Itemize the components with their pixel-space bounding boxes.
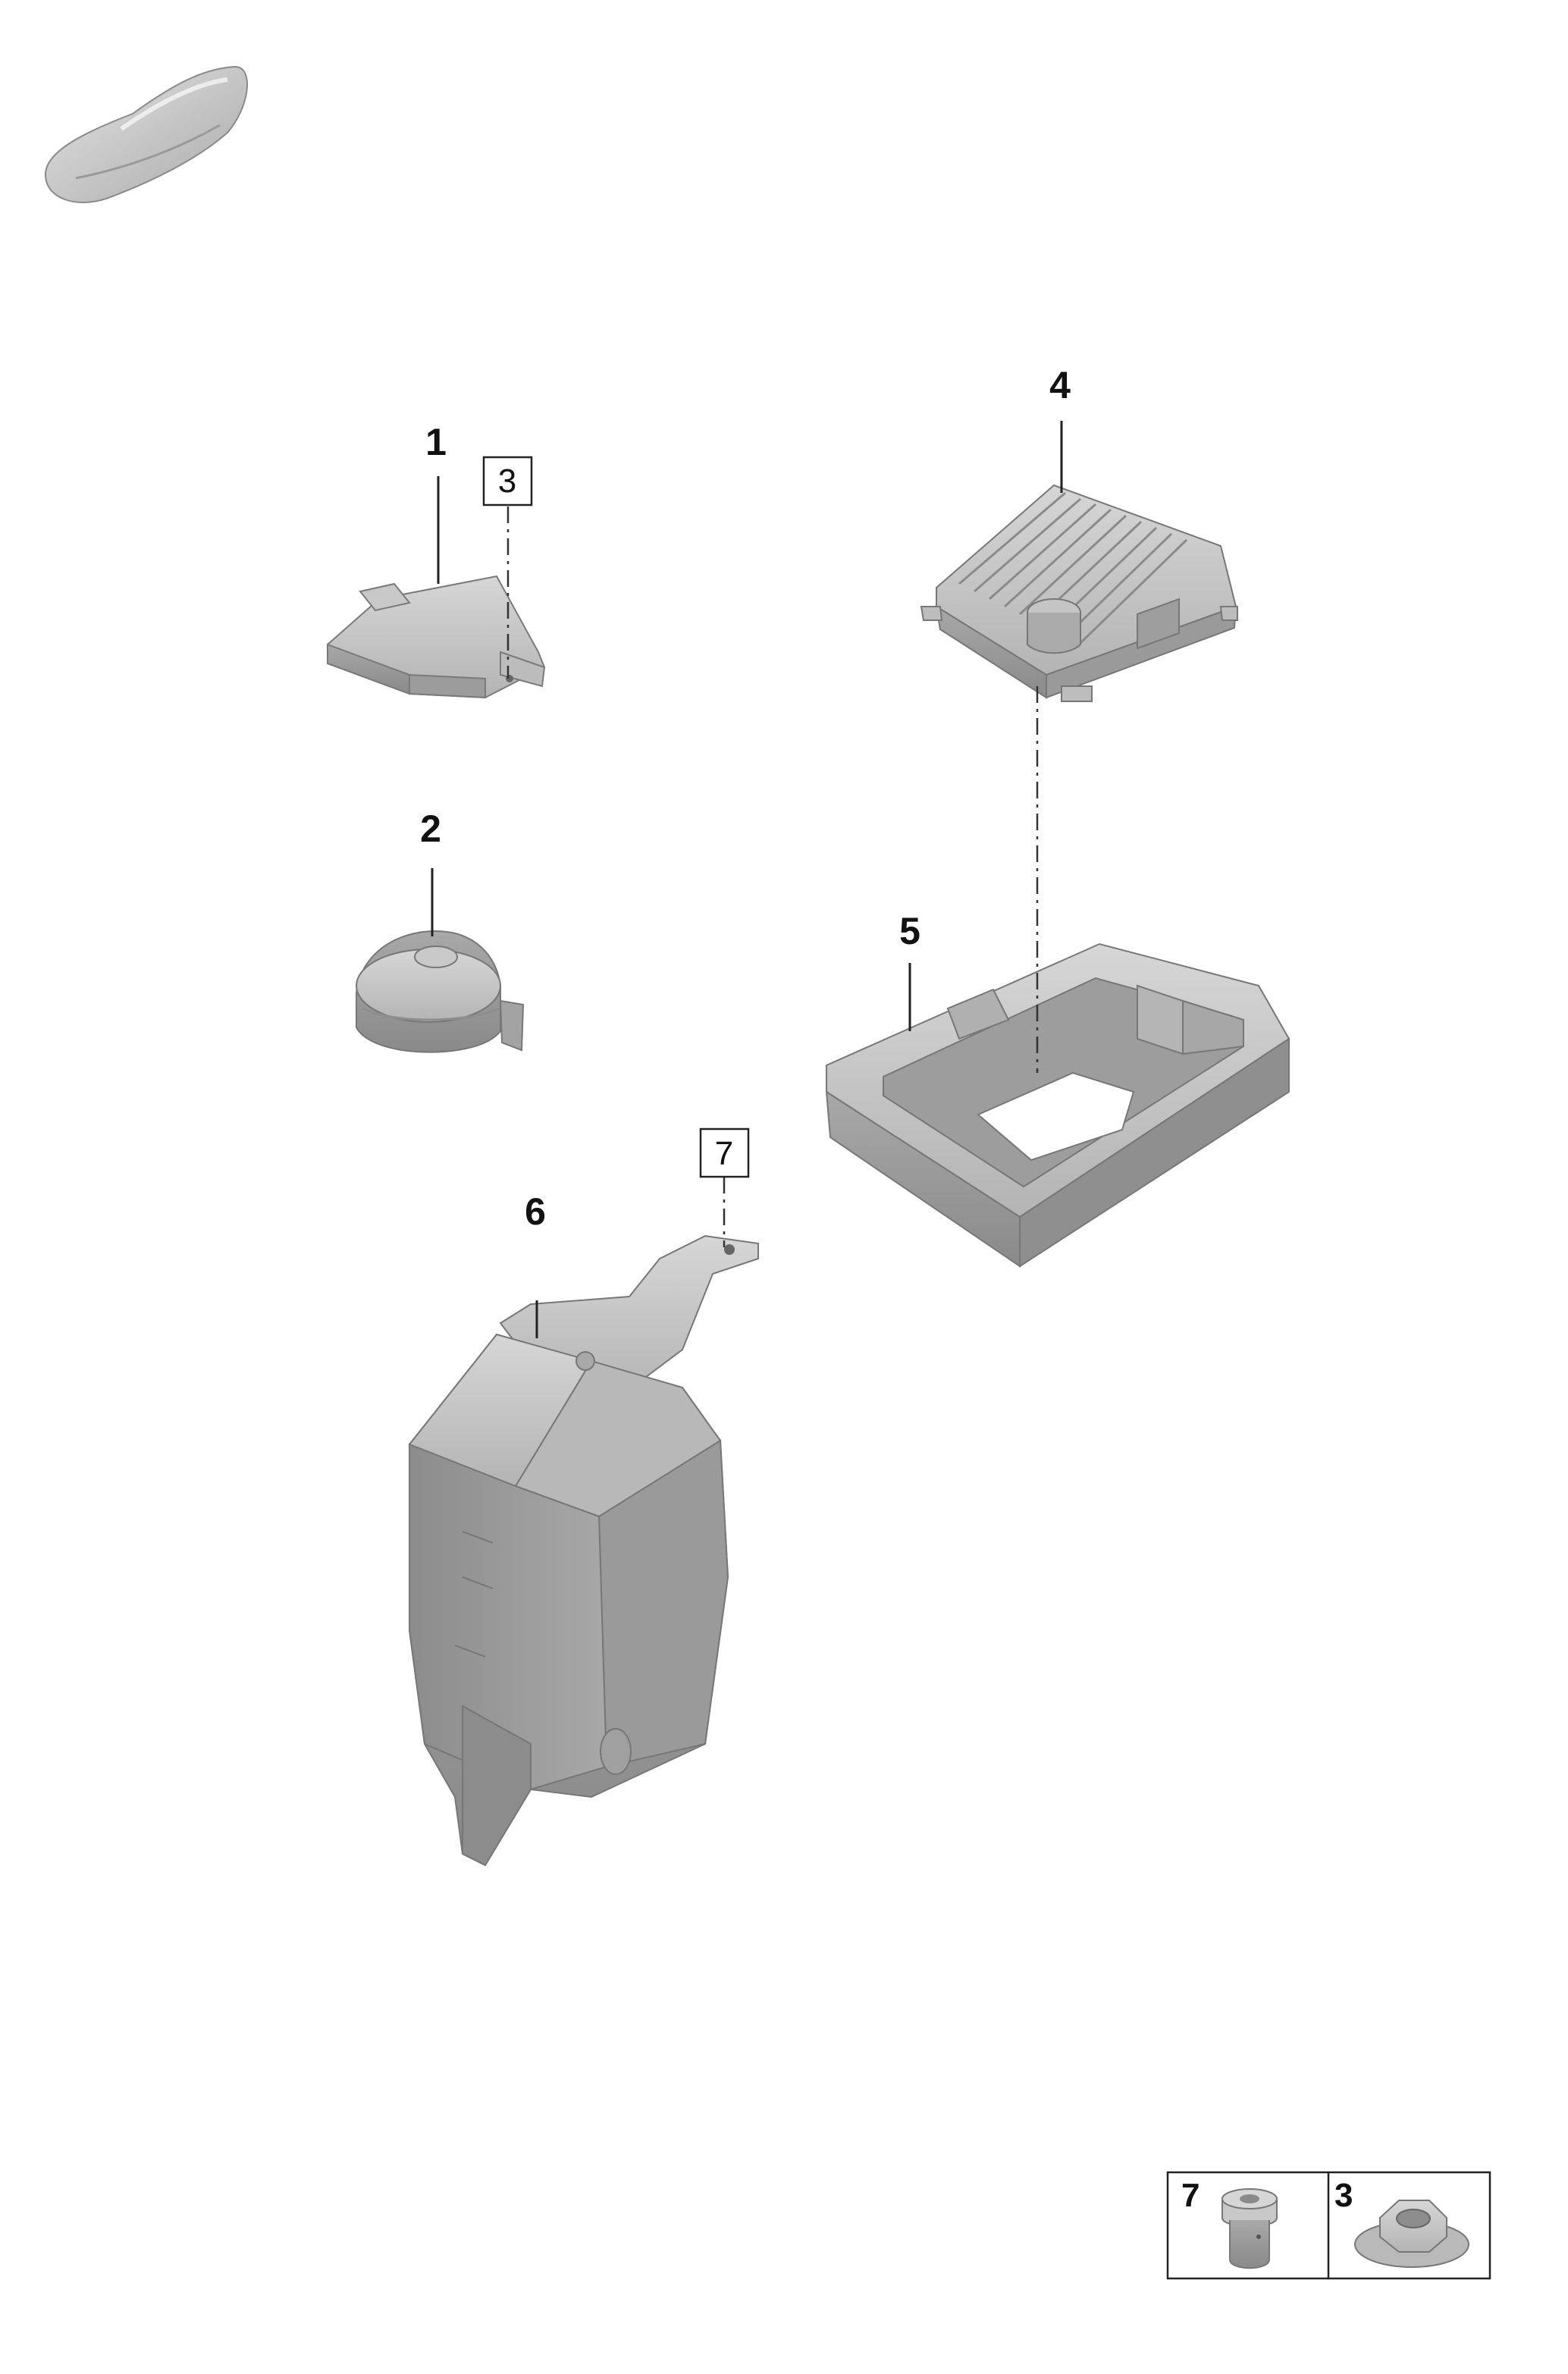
callout-2: 2 <box>420 808 441 850</box>
car-silhouette-icon <box>44 65 248 203</box>
spacer-sleeve-icon <box>1221 2188 1278 2269</box>
hardware-legend: 7 3 <box>1166 2171 1491 2280</box>
legend-item-7-label: 7 <box>1181 2177 1200 2214</box>
siren-horn-icon <box>356 930 525 1053</box>
legend-item-3-label: 3 <box>1334 2177 1353 2214</box>
finned-control-unit-icon <box>920 484 1238 702</box>
boxed-ref-7: 7 <box>699 1127 750 1178</box>
callout-5: 5 <box>899 910 920 952</box>
flange-nut-icon <box>1354 2200 1469 2268</box>
reference-lines <box>506 506 1039 1247</box>
callout-6: 6 <box>525 1190 546 1233</box>
mounting-tray-icon <box>825 942 1290 1268</box>
callout-1: 1 <box>425 421 447 463</box>
boxed-ref-3: 3 <box>482 456 533 506</box>
boxed-ref-3-label: 3 <box>498 463 516 500</box>
control-module-icon <box>327 575 546 699</box>
callout-4: 4 <box>1049 364 1071 406</box>
leader-lines <box>431 421 1063 1338</box>
boxed-ref-7-label: 7 <box>715 1135 733 1172</box>
bracketed-module-icon <box>408 1234 759 1867</box>
